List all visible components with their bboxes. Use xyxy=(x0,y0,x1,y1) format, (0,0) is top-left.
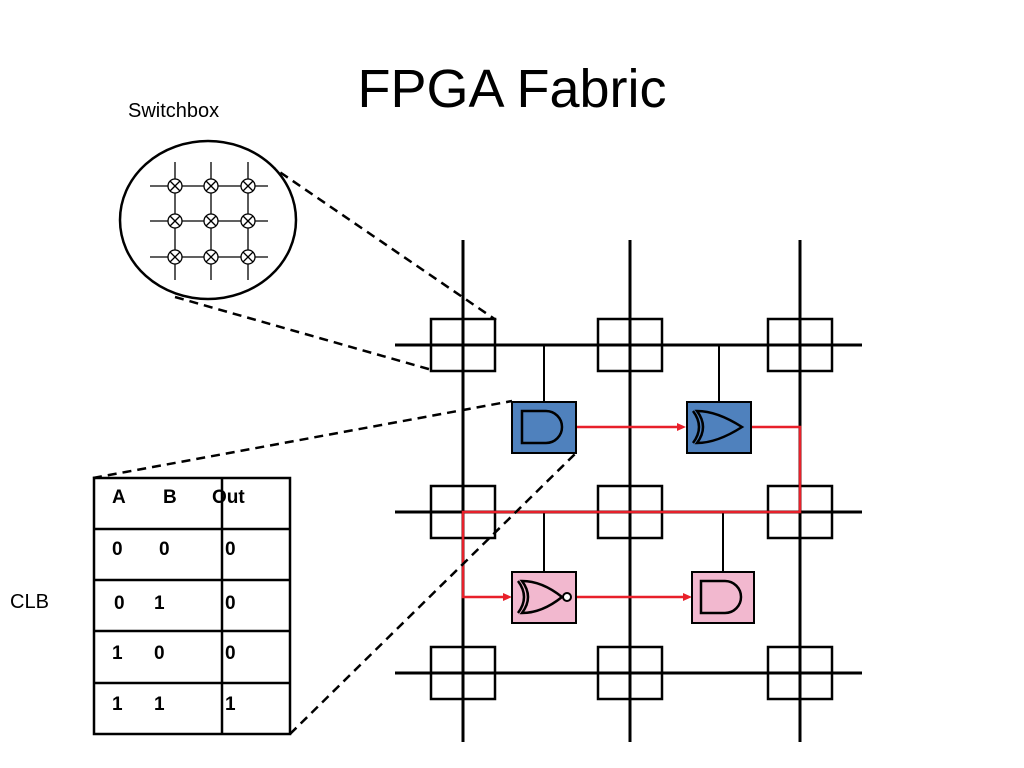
truth-table-cell-a: 1 xyxy=(112,694,123,715)
nor-gate-input-curve xyxy=(516,580,526,614)
switchbox-square xyxy=(429,645,497,701)
truth-table-cell-a: 0 xyxy=(112,539,123,560)
or-gate-icon xyxy=(694,409,745,445)
routing-tracks xyxy=(395,240,862,742)
zoom-callout-lines xyxy=(92,162,577,735)
truth-table-cell-a: 1 xyxy=(112,643,123,664)
route-arrowhead xyxy=(503,593,512,601)
truth-table-cell-b: 1 xyxy=(154,694,165,715)
truth-table-cell-b: 1 xyxy=(154,593,165,614)
switch-point-icon xyxy=(203,178,219,194)
switchbox-square xyxy=(596,317,664,373)
switch-point-icon xyxy=(167,249,183,265)
truth-table-cell-out: 1 xyxy=(225,694,236,715)
switchbox-square xyxy=(766,317,834,373)
truth-table-cell-out: 0 xyxy=(225,643,236,664)
clb-label: CLB xyxy=(10,591,49,613)
truth-table-border xyxy=(92,476,292,736)
truth-table: A B Out 0 0 0 0 1 0 1 0 0 1 1 1 xyxy=(92,476,292,736)
and-gate-icon xyxy=(520,409,564,445)
switchbox-label: Switchbox xyxy=(128,100,220,122)
truth-table-cell-b: 0 xyxy=(154,643,165,664)
nor-inversion-bubble xyxy=(562,592,572,602)
switchbox-square xyxy=(766,645,834,701)
route-arrowhead xyxy=(683,593,692,601)
truth-table-cell-b: 0 xyxy=(159,539,170,560)
switchbox-square xyxy=(596,645,664,701)
switch-point-icon xyxy=(203,249,219,265)
route-arrowhead xyxy=(677,423,686,431)
truth-table-header-a: A xyxy=(112,487,126,508)
signal-route xyxy=(461,423,802,601)
clb-nor-gate-pink xyxy=(511,571,577,624)
switch-point-icon xyxy=(167,213,183,229)
switchbox-callout-line xyxy=(174,295,433,372)
switch-point-icon xyxy=(240,178,256,194)
switch-point-icon xyxy=(240,213,256,229)
and-gate-icon xyxy=(699,579,743,615)
truth-table-cell-a: 0 xyxy=(114,593,125,614)
switchbox-square xyxy=(429,317,497,373)
clb-connections xyxy=(543,345,724,572)
clb-or-gate-blue xyxy=(686,401,752,454)
nor-gate-icon xyxy=(519,579,565,615)
clb-callout-line xyxy=(289,452,577,735)
or-gate-input-curve xyxy=(691,410,701,444)
clb-callout-line xyxy=(92,399,513,480)
switch-point-icon xyxy=(203,213,219,229)
truth-table-header-b: B xyxy=(163,487,177,508)
truth-table-cell-out: 0 xyxy=(225,539,236,560)
clb-and-gate-pink xyxy=(691,571,755,624)
truth-table-header-out: Out xyxy=(212,487,245,508)
switch-point-icon xyxy=(240,249,256,265)
switch-matrix xyxy=(150,162,268,280)
clb-and-gate-blue xyxy=(511,401,577,454)
route-or-to-nor xyxy=(461,425,802,599)
switchbox-callout-line xyxy=(267,162,497,322)
truth-table-cell-out: 0 xyxy=(225,593,236,614)
switchbox-detail xyxy=(118,139,298,301)
slide-title: FPGA Fabric xyxy=(357,59,667,119)
switch-point-icon xyxy=(167,178,183,194)
